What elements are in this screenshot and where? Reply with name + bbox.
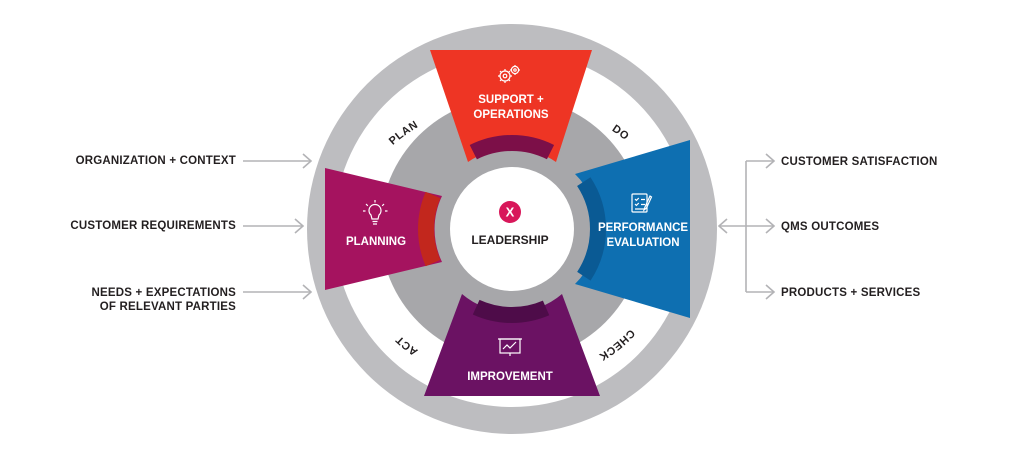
- gears-icon: [498, 65, 520, 83]
- segment-performance-evaluation: [575, 140, 690, 318]
- output-arrow-products-services: [746, 284, 776, 300]
- center-band-top: [418, 135, 606, 323]
- chart-board-icon: [498, 338, 522, 356]
- performance-label-line2: EVALUATION: [606, 237, 679, 249]
- input-arrow-organization: [243, 153, 313, 169]
- output-label-qms-outcomes: QMS OUTCOMES: [781, 221, 879, 233]
- output-label-customer-satisfaction: CUSTOMER SATISFACTION: [781, 156, 937, 168]
- planning-label: PLANNING: [346, 236, 406, 248]
- input-label-needs-line2: OF RELEVANT PARTIES: [100, 301, 236, 313]
- performance-label-line1: PERFORMANCE: [598, 222, 688, 234]
- input-label-organization: ORGANIZATION + CONTEXT: [76, 155, 236, 167]
- leadership-badge-letter: X: [506, 205, 515, 220]
- checklist-icon: [631, 193, 653, 213]
- lightbulb-icon: [363, 200, 388, 225]
- input-label-requirements: CUSTOMER REQUIREMENTS: [70, 220, 236, 232]
- segment-planning: [325, 168, 442, 290]
- input-arrow-needs: [243, 284, 313, 300]
- leadership-badge: [499, 201, 521, 223]
- output-arrow-customer-satisfaction: [746, 153, 776, 169]
- center-band-left: [418, 135, 606, 323]
- support-label-line1: SUPPORT +: [478, 94, 544, 106]
- segment-improvement: [424, 294, 600, 396]
- output-label-products-services: PRODUCTS + SERVICES: [781, 287, 921, 299]
- segment-support-operations: [430, 50, 592, 162]
- input-arrow-requirements: [243, 218, 305, 234]
- center-circle: [450, 167, 574, 291]
- leadership-label: LEADERSHIP: [471, 233, 548, 247]
- input-label-needs-line1: NEEDS + EXPECTATIONS: [92, 287, 237, 299]
- center-band-right: [418, 135, 606, 323]
- center-band-bottom: [418, 135, 606, 323]
- improvement-label: IMPROVEMENT: [467, 371, 553, 383]
- support-label-line2: OPERATIONS: [473, 109, 549, 121]
